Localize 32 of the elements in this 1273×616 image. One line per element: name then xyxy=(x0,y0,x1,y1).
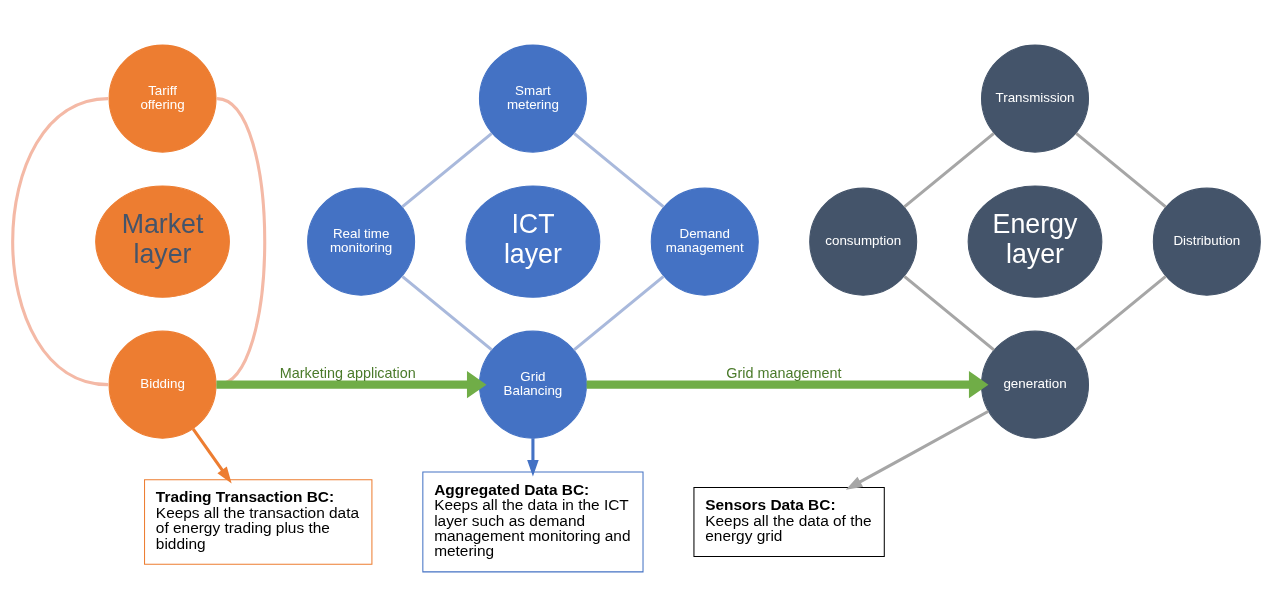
arrow xyxy=(845,409,990,490)
connector xyxy=(401,274,493,351)
node-circle: Transmission xyxy=(981,44,1090,153)
node-circle: Smart metering xyxy=(478,44,587,153)
edge-label: Marketing application xyxy=(279,364,416,381)
node-circle: Distribution xyxy=(1152,187,1261,296)
connector xyxy=(1075,131,1167,208)
node-box: Aggregated Data BC: Keeps all the data in the ICT layer such as demand management monitoring and metering xyxy=(422,471,644,572)
arrow xyxy=(586,370,989,398)
connector xyxy=(573,131,665,208)
arrow xyxy=(527,437,539,476)
node-ellipse: Market layer xyxy=(95,185,230,298)
node-circle: Demand management xyxy=(650,187,759,296)
connector xyxy=(401,131,493,208)
edge-label: Grid management xyxy=(726,364,842,381)
connector xyxy=(1075,274,1167,351)
node-box: Trading Transaction BC: Keeps all the transaction data of energy trading plus the bidding xyxy=(144,478,373,565)
node-box: Sensors Data BC: Keeps all the data of the energy grid xyxy=(693,486,885,557)
node-ellipse: ICT layer xyxy=(465,185,601,298)
node-circle: Tariff offering xyxy=(108,44,217,153)
node-circle: Real time monitoring xyxy=(307,187,416,296)
arrow xyxy=(216,370,487,398)
node-circle: consumption xyxy=(809,187,918,296)
connector xyxy=(903,274,995,351)
node-circle: Grid Balancing xyxy=(478,330,587,439)
node-circle: Bidding xyxy=(108,330,217,439)
connector xyxy=(11,96,109,386)
connector xyxy=(573,274,665,351)
connector xyxy=(903,131,995,208)
arrow xyxy=(191,427,232,483)
node-circle: generation xyxy=(981,330,1090,439)
node-ellipse: Energy layer xyxy=(967,185,1103,298)
